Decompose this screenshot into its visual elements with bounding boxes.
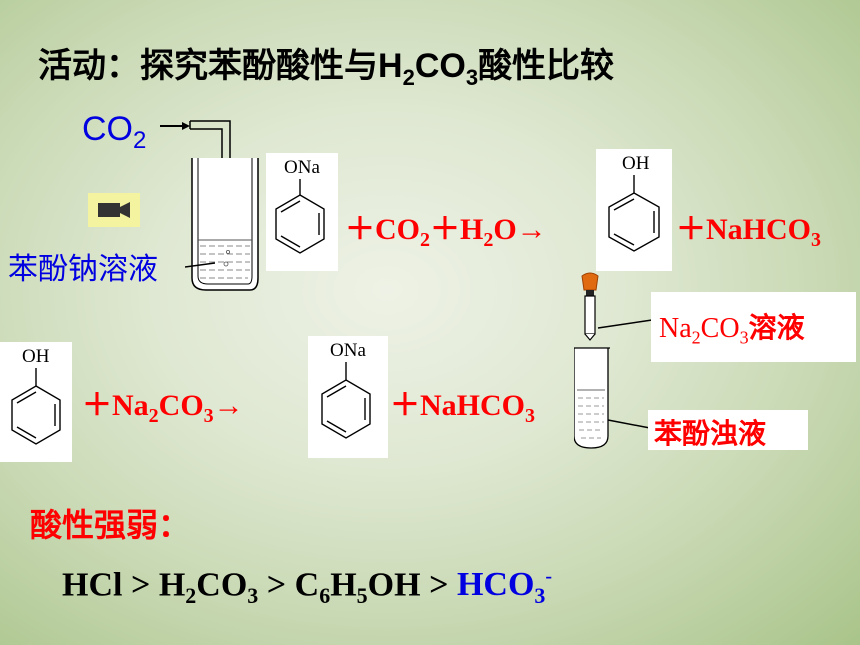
phenol-structure-1: OH [596, 149, 672, 271]
reaction-1-product: ＋NaHCO3 [676, 213, 822, 251]
reaction-2-reactants: ＋Na2CO3→ [82, 389, 244, 427]
reaction-2-product: ＋NaHCO3 [390, 389, 535, 427]
slide-title: 活动：探究苯酚酸性与H2CO3酸性比较 [38, 47, 615, 90]
dropper-and-test-tube [574, 272, 653, 449]
phenol-structure-2: OH [0, 342, 72, 462]
oh-label: OH [622, 153, 650, 174]
acidity-order: HCl > H2CO3 > C6H5OH > HCO3- [62, 566, 553, 609]
camera-icon [98, 202, 130, 218]
reaction-1-reactants: ＋CO2＋H2O→ [345, 213, 547, 251]
ona-label: ONa [330, 340, 366, 361]
ona-label: ONa [284, 157, 320, 178]
sodium-carbonate-solution-label: Na2CO3溶液 [651, 292, 856, 362]
co2-label: CO2 [82, 110, 147, 154]
sodium-phenoxide-structure: ONa [266, 153, 338, 271]
label-pointer-line [185, 262, 215, 268]
acidity-title: 酸性强弱： [30, 507, 191, 543]
sodium-phenoxide-solution-label: 苯酚钠溶液 [8, 253, 158, 286]
beaker-apparatus [160, 120, 259, 291]
phenol-turbid-liquid-label: 苯酚浊液 [648, 410, 808, 450]
oh-label: OH [22, 346, 50, 367]
video-icon[interactable] [88, 193, 140, 227]
sodium-phenoxide-structure-2: ONa [308, 336, 388, 458]
